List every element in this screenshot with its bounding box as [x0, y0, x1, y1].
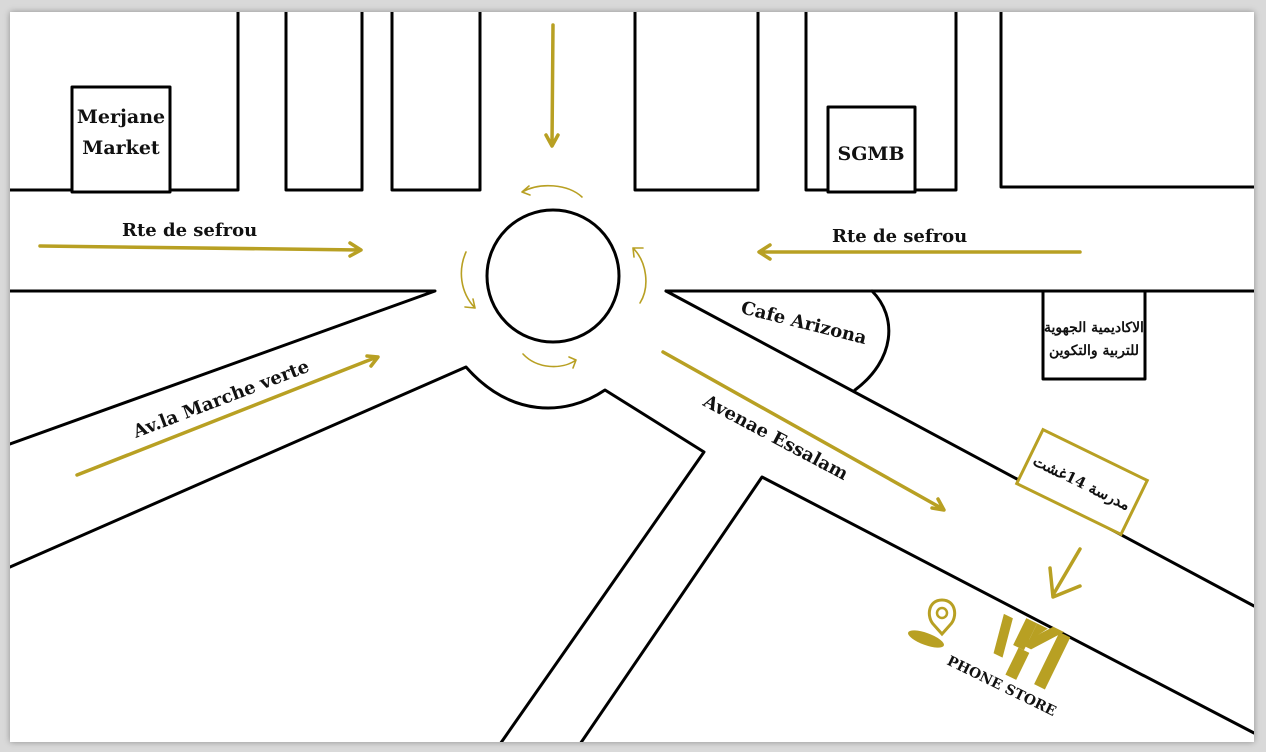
- road-edge-left-upper: [10, 289, 437, 446]
- flow-arrow-top: [521, 184, 583, 198]
- roundabout-flow-arrows: [460, 184, 647, 369]
- road-edge-center-right: [579, 475, 1254, 742]
- street-map: Merjane Market SGMB Cafe Arizona الاكادي…: [10, 12, 1254, 742]
- flow-arrow-bottom: [522, 353, 577, 369]
- arrow-rte-left: [38, 241, 363, 258]
- road-edge-left-lower: [10, 365, 706, 742]
- rte-de-sefrou-right-label: Rte de sefrou: [832, 226, 967, 247]
- arrow-rte-right: [757, 243, 1082, 261]
- avenue-essalam-label: Avenae Essalam: [699, 390, 852, 485]
- cafe-arizona-building: [853, 289, 891, 392]
- phone-store-logo-icon: [993, 613, 1071, 690]
- arrow-north-road: [544, 23, 560, 148]
- block-top-6: [999, 12, 1254, 189]
- sgmb-label: SGMB: [837, 143, 904, 165]
- merjane-label-line1: Merjane: [77, 106, 165, 128]
- merjane-label-line2: Market: [82, 137, 160, 159]
- direction-arrows: [38, 23, 1082, 512]
- academie-label-line2: للتربية والتكوين: [1049, 343, 1139, 359]
- block-top-3: [390, 12, 482, 192]
- academie-building: [1041, 289, 1147, 381]
- map-pin-icon: [908, 598, 957, 648]
- academie-label-line1: الاكاديمية الجهوية: [1044, 320, 1144, 336]
- rte-de-sefrou-left-label: Rte de sefrou: [122, 220, 257, 241]
- flow-arrow-left: [460, 251, 476, 309]
- ecole-building: مدرسة 14غشت: [1014, 427, 1150, 537]
- block-top-2: [284, 12, 364, 192]
- flow-arrow-right: [632, 247, 647, 304]
- roundabout: [485, 208, 621, 344]
- block-top-4: [633, 12, 760, 192]
- arrow-av-marche: [75, 354, 380, 477]
- top-blocks: [10, 12, 1254, 192]
- sgmb-building: [826, 105, 917, 194]
- map-canvas: Merjane Market SGMB Cafe Arizona الاكادي…: [10, 12, 1254, 742]
- merjane-market-building: [70, 85, 172, 194]
- arrow-down-left-icon: [1048, 547, 1082, 599]
- road-edges: [10, 289, 1254, 742]
- road-edge-right-diagonal: [664, 289, 1254, 608]
- arrow-avenue-essalam: [661, 350, 946, 512]
